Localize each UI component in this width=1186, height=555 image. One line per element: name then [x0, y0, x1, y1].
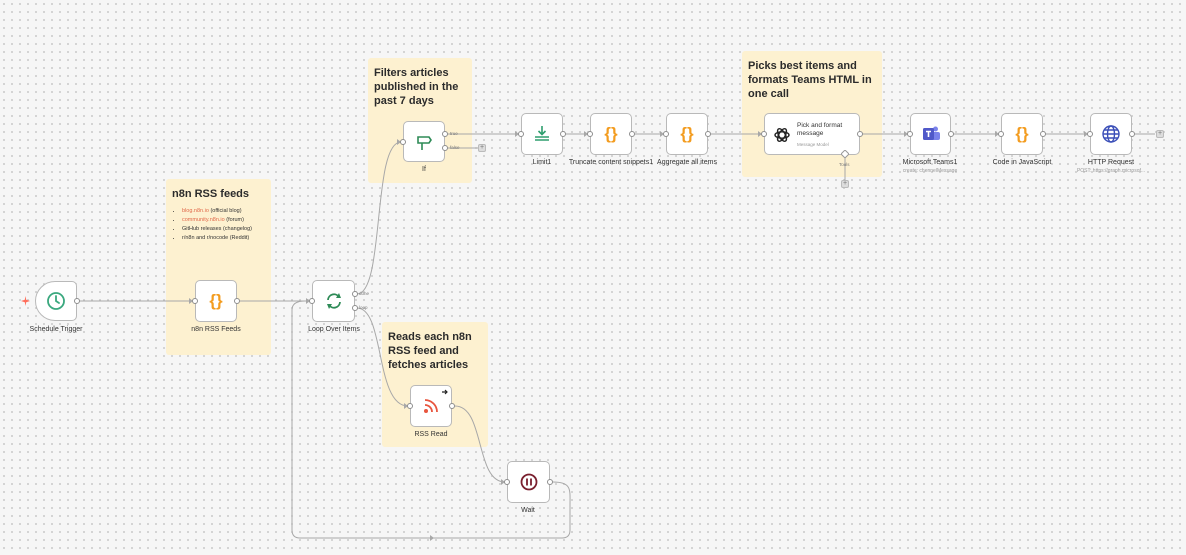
input-port[interactable]: [663, 131, 669, 137]
node-loop-over-items[interactable]: [312, 280, 355, 322]
node-label: Aggregate all items: [657, 159, 717, 166]
list-item: blog.n8n.io (official blog): [182, 207, 265, 216]
input-port[interactable]: [587, 131, 593, 137]
input-port[interactable]: [400, 139, 406, 145]
code-braces-icon: {}: [209, 291, 223, 310]
node-n8n-rss-feeds[interactable]: {}: [195, 280, 237, 322]
sticky-note-rss-feeds[interactable]: n8n RSS feeds blog.n8n.io (official blog…: [166, 179, 271, 355]
signpost-icon: [417, 135, 432, 150]
input-port[interactable]: [407, 403, 413, 409]
input-port[interactable]: [761, 131, 767, 137]
list-item: community.n8n.io (forum): [182, 216, 265, 225]
node-wait[interactable]: [507, 461, 550, 503]
node-label: Schedule Trigger: [29, 326, 83, 333]
port-label-done: done: [359, 291, 370, 296]
node-label: HTTP Request: [1087, 159, 1135, 166]
rss-icon: [424, 399, 438, 413]
sticky-title: Reads each n8n RSS feed and fetches arti…: [388, 331, 472, 371]
node-label: RSS Read: [414, 431, 448, 438]
sticky-feed-list: blog.n8n.io (official blog) community.n8…: [172, 207, 265, 243]
node-aggregate-all-items[interactable]: {}: [666, 113, 708, 155]
output-port-done[interactable]: [352, 291, 358, 297]
node-if[interactable]: [403, 121, 445, 162]
input-port[interactable]: [309, 298, 315, 304]
node-label: n8n RSS Feeds: [191, 326, 241, 333]
wire-loop-done-to-if: [356, 141, 402, 295]
node-label: Limit1: [532, 159, 552, 166]
output-port[interactable]: [547, 479, 553, 485]
node-truncate-content-snippets[interactable]: {}: [590, 113, 632, 155]
output-port[interactable]: [857, 131, 863, 137]
add-tool-button[interactable]: +: [841, 180, 849, 188]
pause-icon: [520, 473, 537, 491]
input-port[interactable]: [907, 131, 913, 137]
node-label: Loop Over Items: [308, 326, 360, 333]
tools-connector-diamond[interactable]: [841, 150, 849, 158]
node-subtitle: POST: https://graph.microsof...: [1076, 168, 1146, 174]
output-port[interactable]: [234, 298, 240, 304]
node-label: Wait: [521, 507, 535, 514]
node-label: If: [422, 166, 426, 173]
code-braces-icon: {}: [1015, 124, 1029, 143]
output-port[interactable]: [74, 298, 80, 304]
node-subtitle: Message Model: [797, 142, 829, 147]
node-title: Pick and format message: [797, 122, 843, 137]
sticky-title: Filters articles published in the past 7…: [374, 67, 459, 107]
output-port-loop[interactable]: [352, 305, 358, 311]
node-pick-and-format-message[interactable]: Pick and format message Message Model: [764, 113, 860, 155]
output-port-false[interactable]: [442, 145, 448, 151]
limit-icon: [535, 126, 549, 141]
globe-icon: [1102, 125, 1120, 143]
wire-loop-to-rss: [356, 307, 409, 407]
node-microsoft-teams[interactable]: [910, 113, 951, 155]
openai-icon: [774, 128, 790, 142]
input-port[interactable]: [998, 131, 1004, 137]
output-port[interactable]: [948, 131, 954, 137]
add-node-button[interactable]: +: [1156, 130, 1164, 138]
output-port-true[interactable]: [442, 131, 448, 137]
trigger-bolt-icon: [21, 296, 30, 306]
teams-icon: [922, 126, 940, 140]
code-braces-icon: {}: [680, 124, 694, 143]
input-port[interactable]: [504, 479, 510, 485]
sticky-note-filters[interactable]: Filters articles published in the past 7…: [368, 58, 472, 183]
wire-rss-to-wait: [454, 405, 506, 483]
input-port[interactable]: [1087, 131, 1093, 137]
output-port[interactable]: [629, 131, 635, 137]
output-port[interactable]: [705, 131, 711, 137]
output-port[interactable]: [1129, 131, 1135, 137]
code-braces-icon: {}: [604, 124, 618, 143]
node-label: Microsoft Teams1: [902, 159, 958, 166]
input-port[interactable]: [518, 131, 524, 137]
node-subtitle: create: chennelMessage: [902, 168, 958, 174]
port-label-false: false: [450, 145, 460, 150]
node-http-request[interactable]: [1090, 113, 1132, 155]
node-code-in-javascript[interactable]: {}: [1001, 113, 1043, 155]
add-node-button[interactable]: +: [478, 144, 486, 152]
clock-icon: [47, 292, 65, 310]
feed-link[interactable]: blog.n8n.io: [182, 208, 209, 214]
node-schedule-trigger[interactable]: [35, 281, 77, 321]
port-label-true: true: [450, 131, 458, 136]
output-port[interactable]: [449, 403, 455, 409]
list-item: r/n8n and r/nocode (Reddit): [182, 234, 265, 243]
feed-link[interactable]: community.n8n.io: [182, 217, 225, 223]
execute-arrow-icon[interactable]: [442, 389, 448, 395]
list-item: GitHub releases (changelog): [182, 225, 265, 234]
loop-arrows-icon: [326, 293, 341, 309]
port-label-loop: loop: [359, 305, 368, 310]
output-port[interactable]: [560, 131, 566, 137]
node-label: Code in JavaScript: [992, 159, 1052, 166]
output-port[interactable]: [1040, 131, 1046, 137]
node-limit1[interactable]: [521, 113, 563, 155]
node-label: Truncate content snippets1: [568, 159, 654, 166]
input-port[interactable]: [192, 298, 198, 304]
port-label-tools: Tools: [839, 162, 850, 167]
sticky-title: Picks best items and formats Teams HTML …: [748, 60, 872, 100]
node-rss-read[interactable]: [410, 385, 452, 427]
sticky-title: n8n RSS feeds: [172, 188, 250, 200]
